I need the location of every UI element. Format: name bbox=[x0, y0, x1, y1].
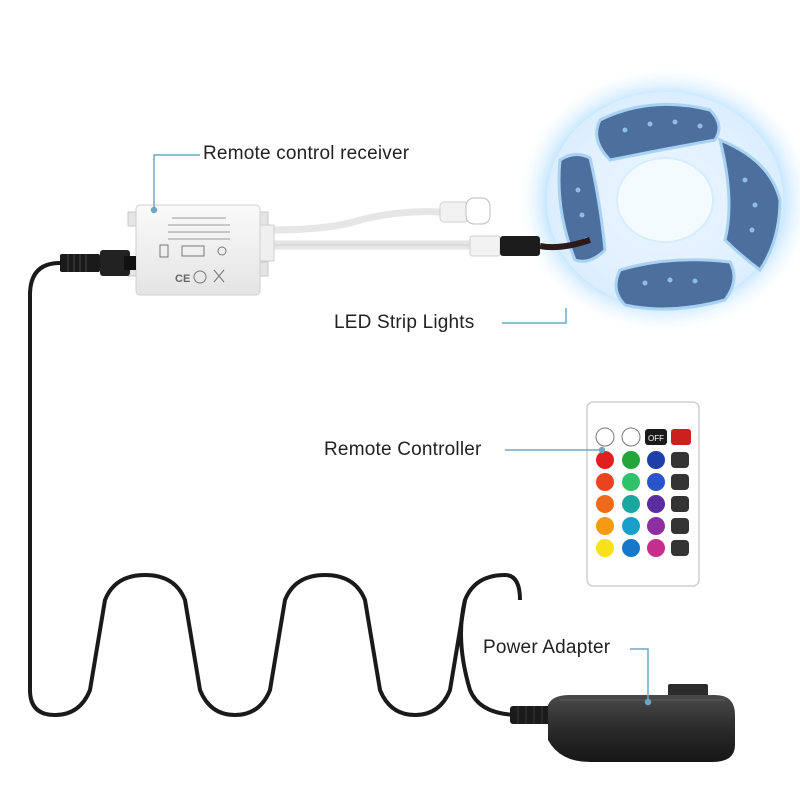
dc-input-plug bbox=[60, 250, 136, 276]
power-cable-tail bbox=[30, 690, 60, 715]
led-strip-label: LED Strip Lights bbox=[334, 312, 475, 333]
remote-control-receiver: CE bbox=[127, 204, 275, 296]
ir-sensor-cable bbox=[266, 197, 491, 234]
power-adapter-label: Power Adapter bbox=[483, 637, 611, 658]
remote-color-buttons bbox=[596, 451, 665, 557]
remote-off-label: OFF bbox=[648, 434, 664, 443]
remote-controller: OFF bbox=[586, 401, 700, 587]
power-cable bbox=[28, 261, 522, 717]
power-cable-adapter-run bbox=[459, 599, 545, 717]
remote-controller-label: Remote Controller bbox=[324, 439, 482, 460]
receiver-label: Remote control receiver bbox=[203, 143, 410, 164]
leader-lines bbox=[150, 154, 652, 706]
led-strip-reel bbox=[515, 65, 800, 335]
remote-mode-buttons bbox=[671, 452, 689, 556]
led-connector-cable bbox=[265, 235, 591, 257]
power-adapter bbox=[510, 684, 735, 762]
svg-text:CE: CE bbox=[175, 273, 190, 285]
